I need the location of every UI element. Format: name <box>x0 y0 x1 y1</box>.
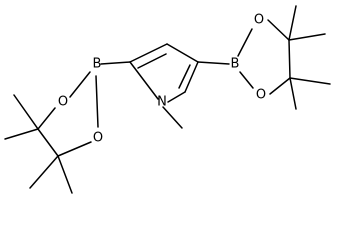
bond-left-methyl-4 <box>57 155 73 194</box>
bond-oleft-top-c <box>37 107 56 130</box>
boron-right-label: B <box>231 57 240 72</box>
bond-right-methyl-1 <box>288 5 297 41</box>
bond-bleft-oleft-bottom <box>95 75 99 128</box>
bond-left-methyl-1 <box>13 94 39 130</box>
bond-c5-n <box>167 91 186 103</box>
bond-right-methyl-4 <box>289 77 297 110</box>
bond-right-methyl-2 <box>288 33 326 41</box>
bond-layer <box>4 5 331 194</box>
bond-oright-bottom-c <box>269 77 291 95</box>
oxygen-left-top-label: O <box>58 95 68 110</box>
bond-c5-bleft <box>100 61 131 65</box>
nitrogen-label: N <box>157 95 167 110</box>
bond-right-methyl-3 <box>289 77 331 85</box>
bond-left-methyl-3 <box>29 155 59 189</box>
bond-oright-top-c <box>267 19 290 41</box>
bond-oleft-bottom-c <box>57 141 92 157</box>
bond-left-quaternary-c <box>37 128 59 157</box>
bond-n-methyl <box>162 106 183 129</box>
bond-c2-c3-inner <box>137 53 167 69</box>
bond-c3-c4 <box>166 43 199 63</box>
boron-left-label: B <box>93 57 102 72</box>
bond-c4-c5 <box>184 61 199 93</box>
oxygen-right-top-label: O <box>254 13 264 28</box>
bond-right-quaternary-c <box>288 39 291 79</box>
bond-c2-c3 <box>129 43 168 63</box>
bond-bright-oright-top <box>237 28 253 57</box>
bond-c2-bright <box>197 61 230 65</box>
molecule-diagram: B B N O O O O <box>4 5 331 194</box>
oxygen-left-bottom-label: O <box>93 131 103 146</box>
oxygen-right-bottom-label: O <box>256 88 266 103</box>
bond-c4-c5-inner <box>178 64 191 89</box>
bond-n-c2 <box>129 61 159 100</box>
atom-label-layer: B B N O O O O <box>58 13 266 146</box>
bond-bright-oright-bottom <box>239 71 254 89</box>
bond-bleft-oleft-top <box>69 71 91 98</box>
bond-left-methyl-2 <box>4 128 39 140</box>
